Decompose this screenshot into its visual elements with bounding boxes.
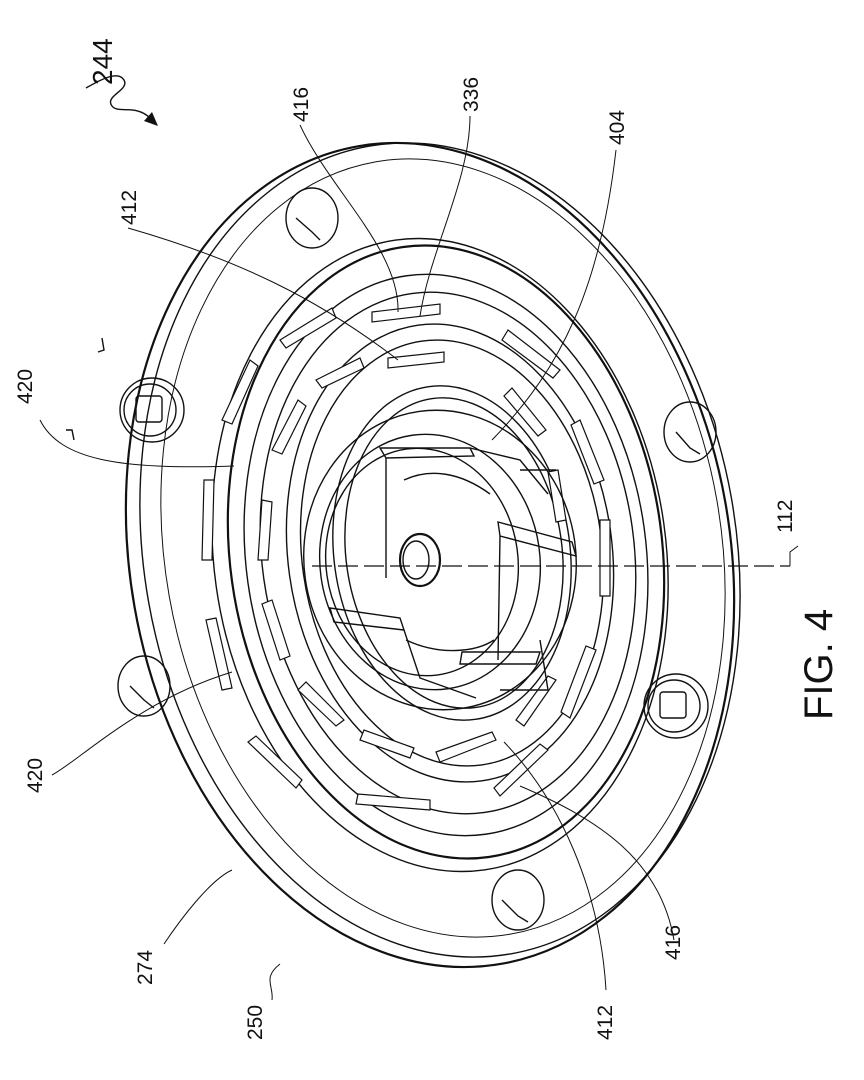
leader-416-top <box>299 124 399 313</box>
label-420-top: 420 <box>14 369 37 404</box>
outer-flange <box>66 141 741 969</box>
leader-420-bottom <box>51 671 233 776</box>
leader-274 <box>163 869 233 945</box>
central-hub <box>303 409 578 711</box>
hole-bottom <box>491 869 545 931</box>
leader-416-bottom <box>519 785 675 941</box>
hole-right <box>663 401 717 463</box>
label-416-bottom: 416 <box>662 925 685 960</box>
label-420-bottom: 420 <box>24 758 47 793</box>
outer-slots <box>201 303 611 811</box>
leader-420-top <box>39 419 235 468</box>
leader-336 <box>419 115 471 317</box>
leader-404 <box>491 149 617 441</box>
screw-left-icon <box>119 377 185 443</box>
label-416-top: 416 <box>290 87 313 122</box>
inner-slots <box>257 351 567 763</box>
label-412-top: 412 <box>118 190 141 225</box>
label-112: 112 <box>774 500 797 533</box>
screw-right-icon <box>643 673 709 739</box>
label-412-bottom: 412 <box>594 1005 617 1040</box>
leader-412-bottom <box>503 741 607 991</box>
label-404: 404 <box>606 110 629 145</box>
axis-112 <box>312 545 799 567</box>
leader-lines <box>39 115 675 1001</box>
figure-caption: FIG. 4 <box>797 609 841 720</box>
mounting-features <box>117 187 717 931</box>
hole-top <box>285 187 339 249</box>
leader-412-top <box>127 227 399 361</box>
leader-250 <box>269 963 281 1001</box>
arrow-244 <box>85 75 158 126</box>
hole-left <box>117 655 171 717</box>
label-250: 250 <box>244 1005 267 1040</box>
label-274: 274 <box>134 950 157 985</box>
label-244: 244 <box>87 38 118 85</box>
label-336: 336 <box>460 77 483 112</box>
